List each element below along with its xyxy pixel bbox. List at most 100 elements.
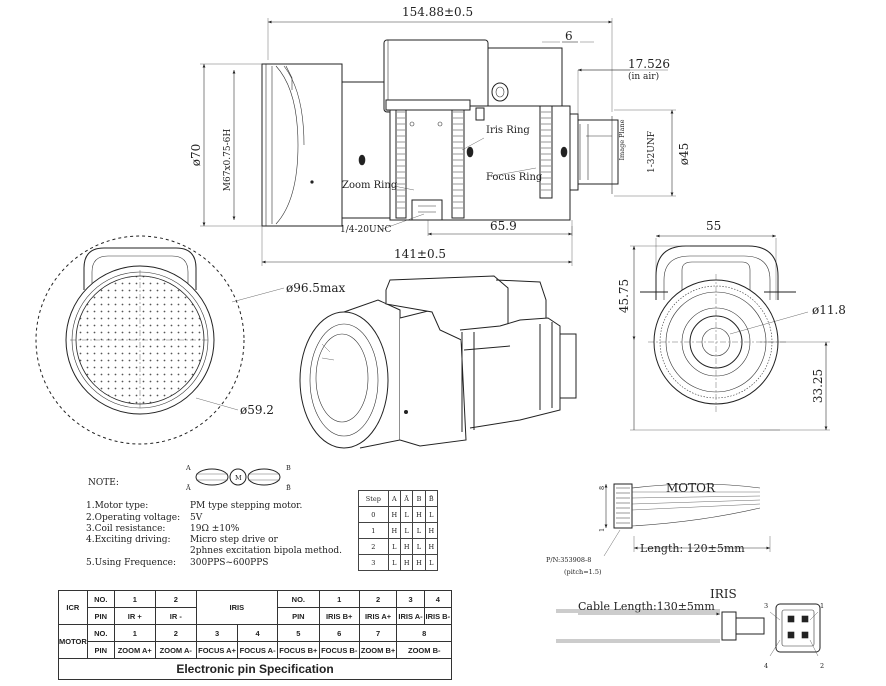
table-cell: PIN: [86, 641, 115, 659]
table-cell: PIN: [86, 607, 115, 625]
table-cell: 1: [358, 522, 389, 539]
table-cell: IRIS B+: [318, 607, 360, 625]
iris-ring-label: Iris Ring: [486, 125, 530, 136]
image-plane-label: Image Plane: [618, 119, 626, 160]
table-cell: FOCUS B+: [276, 641, 320, 659]
front-dia-label: ø70: [189, 144, 203, 167]
table-row: PIN ZOOM A+ ZOOM A- FOCUS A+ FOCUS A- FO…: [59, 641, 452, 659]
rear-center-height-label: 33.25: [811, 369, 825, 403]
table-cell: L: [387, 538, 402, 555]
iris-pin-label: 3: [764, 602, 768, 610]
table-cell: 2: [154, 624, 197, 642]
table-cell: NO.: [276, 590, 320, 608]
table-cell: 4: [423, 590, 453, 608]
table-cell: 8: [396, 624, 452, 642]
table-header-cell: B̄: [424, 490, 439, 507]
table-cell: L: [424, 506, 439, 523]
table-cell: NO.: [86, 624, 115, 642]
iris-pin-label: 1: [820, 602, 824, 610]
table-cell: H: [399, 554, 414, 571]
table-caption: Electronic pin Specification: [58, 658, 452, 680]
table-cell: 5: [276, 624, 320, 642]
motor-pitch: (pitch=1.5): [564, 568, 602, 576]
table-cell: H: [387, 506, 402, 523]
overall-length-label: 154.88±0.5: [402, 5, 473, 19]
table-header-cell: Step: [358, 490, 389, 507]
note-label: 2.Operating voltage:: [86, 513, 180, 523]
step-sequence-table: Step A Ā B B̄ 0 H L H L 1 H L L H 2 L H …: [358, 490, 439, 571]
table-cell: 2: [358, 590, 398, 608]
table-cell: 3: [195, 624, 239, 642]
table-cell: H: [412, 506, 426, 523]
tripod-thread-label: 1/4-20UNC: [340, 225, 391, 235]
motor-part-number: P/N:353908-8: [546, 556, 591, 564]
table-cell: L: [399, 506, 414, 523]
tripod-to-rear-label: 65.9: [490, 219, 517, 233]
table-row: 1 H L L H: [358, 522, 439, 539]
table-cell: L: [399, 522, 414, 539]
table-cell: H: [387, 522, 402, 539]
table-header-row: Step A Ā B B̄: [358, 490, 439, 507]
back-focus-label: 17.526: [628, 57, 670, 71]
symbol-b: B: [286, 464, 291, 472]
motor-connector-drawing: [603, 483, 771, 557]
max-dia-label: ø96.5max: [286, 281, 345, 295]
motor-connector-title: MOTOR: [666, 481, 716, 495]
table-cell: L: [387, 554, 402, 571]
motor-symbol: [195, 468, 281, 486]
table-cell: 3: [396, 590, 425, 608]
note-value: 5V: [190, 513, 203, 523]
front-barrel: [261, 63, 343, 227]
symbol-a-bar: Ā: [185, 483, 191, 492]
table-cell: ZOOM A+: [113, 641, 156, 659]
table-cell: 0: [358, 506, 389, 523]
table-cell: 2: [358, 538, 389, 555]
table-cell: IR -: [154, 607, 197, 625]
table-cell: 3: [358, 554, 389, 571]
table-row: 3 L H H L: [358, 554, 439, 571]
table-cell: IRIS A+: [358, 607, 398, 625]
symbol-m: M: [235, 474, 242, 482]
table-cell: 6: [318, 624, 360, 642]
body-length-label: 141±0.5: [394, 247, 446, 261]
table-cell: 1: [113, 624, 156, 642]
iris-connector-title: IRIS: [710, 587, 737, 601]
symbol-b-bar: B̄: [286, 483, 291, 492]
table-cell: IRIS B-: [423, 607, 453, 625]
note-label: 1.Motor type:: [86, 501, 148, 511]
front-view: [35, 235, 285, 445]
table-cell: IR +: [113, 607, 156, 625]
rear-bore-label: ø11.8: [812, 303, 846, 317]
table-cell: IRIS A-: [396, 607, 425, 625]
iris-connector-drawing: [556, 603, 821, 657]
motor-cable-length: Length: 120±5mm: [640, 542, 745, 555]
focus-ring-label: Focus Ring: [486, 172, 543, 183]
window-dia-label: ø59.2: [240, 403, 274, 417]
table-cell: PIN: [276, 607, 320, 625]
zoom-barrel: [341, 81, 391, 219]
table-caption-row: Electronic pin Specification: [58, 658, 452, 680]
motor-pin-last: 8: [598, 486, 606, 490]
table-row: 0 H L H L: [358, 506, 439, 523]
mount-thread-label: 1-32UNF: [647, 131, 657, 173]
table-cell: H: [424, 538, 439, 555]
tripod-mount: [411, 199, 443, 221]
note-label: 4.Exciting driving:: [86, 535, 171, 545]
motor-group-label: MOTOR: [58, 624, 88, 659]
note-label: 3.Coil resistance:: [86, 524, 165, 534]
table-row: 2 L H L H: [358, 538, 439, 555]
table-cell: H: [424, 522, 439, 539]
table-row: PIN IR + IR - PIN IRIS B+ IRIS A+ IRIS A…: [59, 607, 453, 625]
table-cell: L: [412, 522, 426, 539]
table-cell: L: [424, 554, 439, 571]
flange-offset-label: 6: [565, 29, 573, 43]
motor-pin-first: 1: [598, 528, 606, 532]
table-cell: FOCUS A+: [195, 641, 239, 659]
iris-group-label: IRIS: [195, 590, 278, 625]
table-header-cell: Ā: [399, 490, 414, 507]
table-cell: H: [399, 538, 414, 555]
table-row: MOTOR NO. 1 2 3 4 5 6 7 8: [58, 624, 452, 659]
iris-cable-length: Cable Length:130±5mm: [578, 600, 715, 613]
